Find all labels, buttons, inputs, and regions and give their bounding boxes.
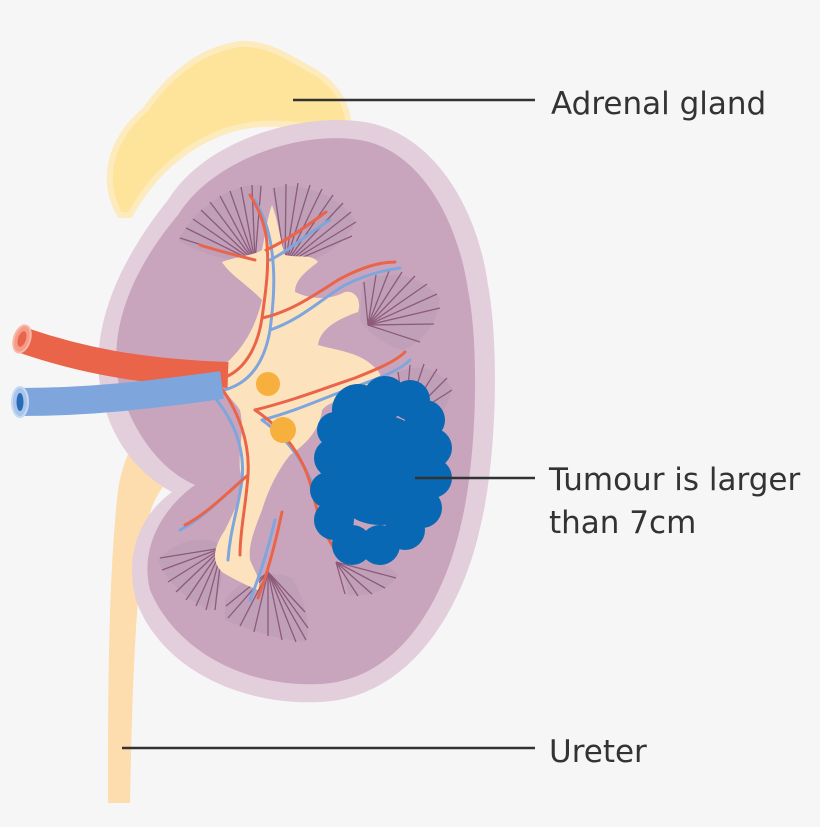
pyramid-right (360, 270, 441, 350)
tumour-label-line1: Tumour is larger (548, 462, 800, 498)
renal-artery (17, 327, 229, 388)
ureter-shape (108, 395, 240, 803)
lymph-node (256, 372, 280, 396)
ureter-label: Ureter (549, 734, 647, 770)
pyramid-top-left (178, 184, 262, 263)
renal-vein (19, 371, 224, 416)
adrenal-gland-shape (106, 40, 352, 218)
tumour (310, 376, 452, 565)
adrenal-gland-label: Adrenal gland (551, 86, 766, 122)
lymph-node (270, 417, 296, 443)
tumour-label-line2: than 7cm (549, 505, 696, 541)
pyramid-bottom-right (335, 558, 398, 597)
pyramid-bottom-middle (225, 571, 309, 643)
